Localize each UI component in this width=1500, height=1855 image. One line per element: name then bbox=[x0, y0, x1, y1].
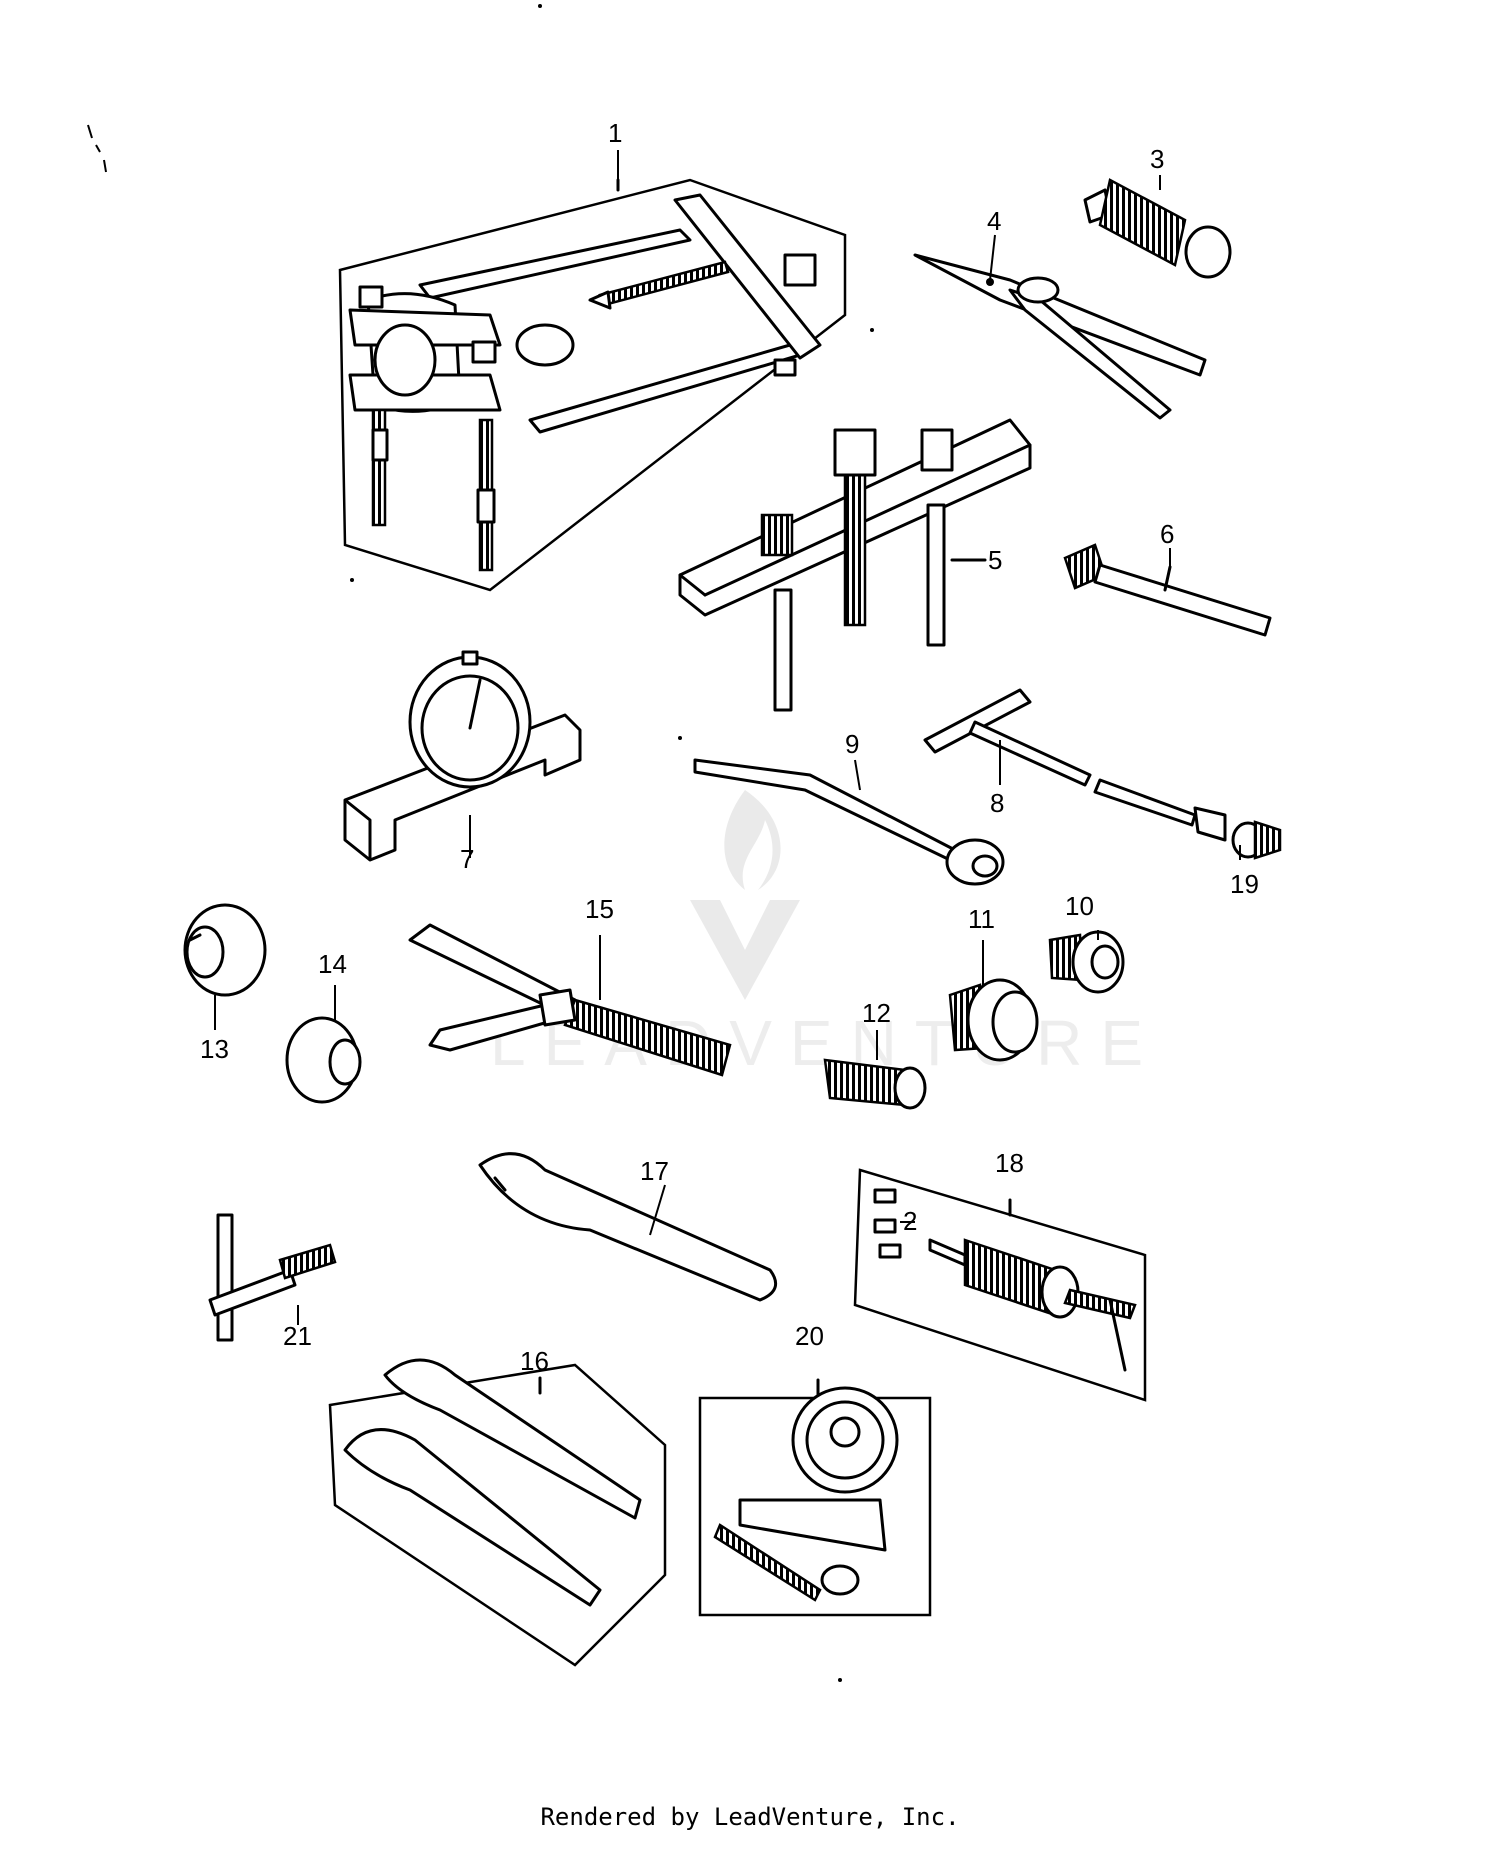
callout-11: 11 bbox=[968, 904, 995, 934]
part-20-gear-holder bbox=[698, 1378, 932, 1617]
part-10-collar bbox=[1048, 930, 1125, 994]
callout-15: 15 bbox=[585, 894, 614, 924]
callout-21: 21 bbox=[283, 1321, 312, 1351]
part-17-spanner bbox=[478, 1152, 778, 1302]
callout-1: 1 bbox=[608, 118, 622, 148]
callout-8: 8 bbox=[990, 788, 1004, 818]
footer-credit: Rendered by LeadVenture, Inc. bbox=[540, 1803, 960, 1831]
watermark-logo: LEADVENTURE bbox=[490, 790, 1143, 1079]
part-4-snap-ring-pliers bbox=[913, 253, 1207, 420]
callout-9: 9 bbox=[845, 729, 859, 759]
part-12-driver bbox=[823, 1058, 927, 1110]
scan-specks bbox=[87, 4, 874, 1682]
part-16-hook-wrenches bbox=[328, 1358, 667, 1667]
callout-14: 14 bbox=[318, 949, 347, 979]
part-11-collar bbox=[948, 978, 1039, 1062]
callout-10: 10 bbox=[1065, 891, 1094, 921]
part-9-rod bbox=[693, 758, 1005, 886]
callout-17: 17 bbox=[640, 1156, 669, 1186]
callout-18: 18 bbox=[995, 1148, 1024, 1178]
callout-12: 12 bbox=[862, 998, 891, 1028]
callout-16: 16 bbox=[520, 1346, 549, 1376]
callout-19: 19 bbox=[1230, 869, 1259, 899]
part-15-holder bbox=[408, 923, 732, 1077]
part-8-t-handle bbox=[923, 688, 1227, 842]
callout-numbers: 1 2 3 4 5 6 7 8 9 10 11 12 13 14 15 16 1… bbox=[200, 118, 1259, 1376]
callout-7: 7 bbox=[460, 844, 474, 874]
part-6-shaft bbox=[1063, 543, 1272, 637]
part-21-t-bolt bbox=[208, 1213, 337, 1342]
callout-13: 13 bbox=[200, 1034, 229, 1064]
leader-lines bbox=[214, 150, 1241, 1325]
part-7-dial-gauge bbox=[343, 650, 582, 862]
callout-20: 20 bbox=[795, 1321, 824, 1351]
part-14-cap bbox=[285, 1016, 362, 1104]
callout-4: 4 bbox=[987, 206, 1001, 236]
part-13-cap bbox=[183, 903, 267, 997]
part-5-puller-bar bbox=[678, 418, 1032, 712]
callout-2: 2 bbox=[903, 1206, 917, 1236]
part-3-driver bbox=[1083, 178, 1232, 279]
part-1-bearing-puller bbox=[338, 178, 847, 592]
part-18-puller-kit bbox=[853, 1168, 1147, 1402]
callout-6: 6 bbox=[1160, 519, 1174, 549]
callout-5: 5 bbox=[988, 545, 1002, 575]
callout-3: 3 bbox=[1150, 144, 1164, 174]
